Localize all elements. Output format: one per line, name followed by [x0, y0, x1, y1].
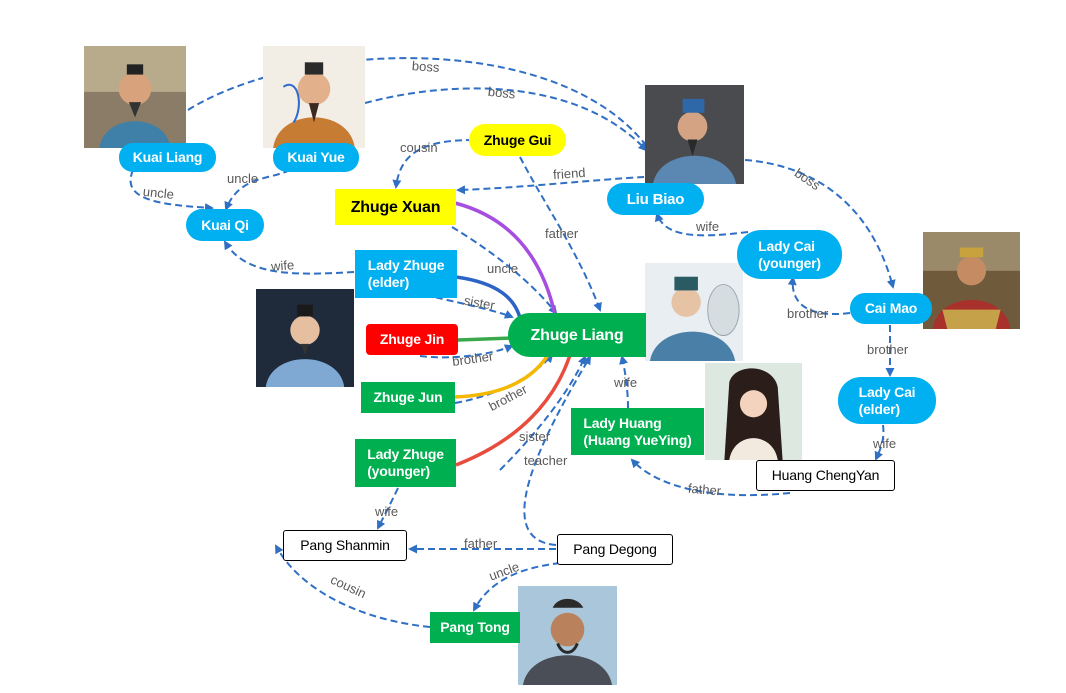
node-lady-zhuge-younger[interactable]: Lady Zhuge (younger) [355, 439, 456, 487]
edge-solid-younger-liang [455, 354, 572, 467]
edge-boss-liubiao-caimao [744, 159, 896, 289]
node-liu-biao[interactable]: Liu Biao [607, 183, 704, 215]
label-wife-5: wife [374, 504, 398, 519]
edge-teacher-degong-liang [523, 355, 592, 546]
node-pang-tong[interactable]: Pang Tong [430, 612, 520, 643]
edge-solid-elder-liang [455, 275, 522, 319]
node-kuai-liang[interactable]: Kuai Liang [119, 143, 216, 172]
lady-huang-portrait [705, 363, 802, 460]
label-sister-2: sister [519, 429, 551, 444]
edge-brother-jun-liang [454, 353, 554, 404]
label-wife-1: wife [695, 219, 719, 234]
node-zhuge-xuan[interactable]: Zhuge Xuan [335, 189, 456, 225]
label-boss-3: boss [792, 165, 824, 193]
label-cousin-2: cousin [328, 572, 368, 601]
label-sister-1: sister [463, 293, 497, 313]
label-wife-4: wife [872, 436, 896, 451]
node-zhuge-jin[interactable]: Zhuge Jin [366, 324, 458, 355]
kuai-yue-portrait [263, 46, 365, 148]
label-boss-2: boss [487, 84, 516, 102]
node-lady-huang[interactable]: Lady Huang (Huang YueYing) [571, 408, 704, 455]
label-father-3: father [464, 536, 498, 551]
edge-boss-kuailiang-liubiao [187, 57, 650, 150]
cai-mao-portrait [923, 232, 1020, 329]
edge-uncle-kuailiang-kuaiqi [129, 169, 214, 213]
node-zhuge-liang[interactable]: Zhuge Liang [508, 313, 646, 357]
edge-uncle-degong-pangtong [473, 562, 561, 612]
edge-cousin-pangtong-shanmin [275, 544, 431, 628]
label-father-2: father [687, 481, 722, 499]
label-friend: friend [552, 165, 585, 182]
node-lady-cai-younger[interactable]: Lady Cai (younger) [737, 230, 842, 279]
node-pang-shanmin[interactable]: Pang Shanmin [283, 530, 407, 561]
node-zhuge-gui[interactable]: Zhuge Gui [469, 124, 566, 156]
label-teacher: teacher [524, 453, 568, 468]
node-pang-degong[interactable]: Pang Degong [557, 534, 673, 565]
edge-brother-caimao-ladycai [787, 276, 851, 315]
edge-boss-kuaiyue-liubiao [364, 87, 648, 152]
node-cai-mao[interactable]: Cai Mao [850, 293, 932, 324]
label-uncle-1: uncle [142, 184, 174, 202]
label-wife-3: wife [613, 375, 637, 390]
node-kuai-yue[interactable]: Kuai Yue [273, 143, 359, 172]
edge-wife-younger-shanmin [377, 487, 399, 530]
label-boss-1: boss [411, 58, 440, 75]
node-lady-cai-elder[interactable]: Lady Cai (elder) [838, 377, 936, 424]
label-uncle-2: uncle [227, 171, 258, 186]
edge-solid-jin-liang [457, 336, 513, 342]
label-brother-1: brother [451, 348, 495, 369]
node-kuai-qi[interactable]: Kuai Qi [186, 209, 264, 241]
edge-solid-xuan-liang [454, 201, 557, 316]
edge-brother-jin-liang [419, 344, 514, 359]
label-wife-2: wife [270, 257, 295, 274]
edge-sister-younger-liang [499, 355, 587, 471]
edge-wife-huang-liang [619, 355, 629, 409]
edge-solid-jun-liang [454, 354, 550, 399]
edge-uncle-kuaiyue-kuaiqi [224, 169, 291, 211]
edge-wife-ladycaielder-huang [874, 424, 885, 461]
edge-father-chengyan-huang [630, 458, 791, 497]
label-uncle-3: uncle [487, 261, 518, 276]
edge-wife-ladyzhuge-kuaiqi [223, 240, 355, 275]
zhuge-jin-portrait [256, 289, 354, 387]
liu-biao-portrait [645, 85, 744, 184]
edge-cousin-gui-xuan [392, 139, 474, 189]
label-cousin-1: cousin [400, 140, 438, 155]
edge-wife-ladycai-liubiao [654, 212, 749, 237]
node-zhuge-jun[interactable]: Zhuge Jun [361, 382, 455, 413]
label-father-1: father [545, 226, 579, 241]
edge-uncle-xuan-liang [451, 226, 558, 315]
kuai-liang-portrait [84, 46, 186, 148]
zhuge-liang-portrait [645, 263, 743, 361]
label-brother-4: brother [867, 342, 909, 357]
node-huang-chengyan[interactable]: Huang ChengYan [756, 460, 895, 491]
pang-tong-portrait [518, 586, 617, 685]
edge-friend-liubiao-xuan [456, 176, 645, 195]
node-lady-zhuge-elder[interactable]: Lady Zhuge (elder) [355, 250, 457, 298]
label-brother-3: brother [787, 306, 829, 321]
